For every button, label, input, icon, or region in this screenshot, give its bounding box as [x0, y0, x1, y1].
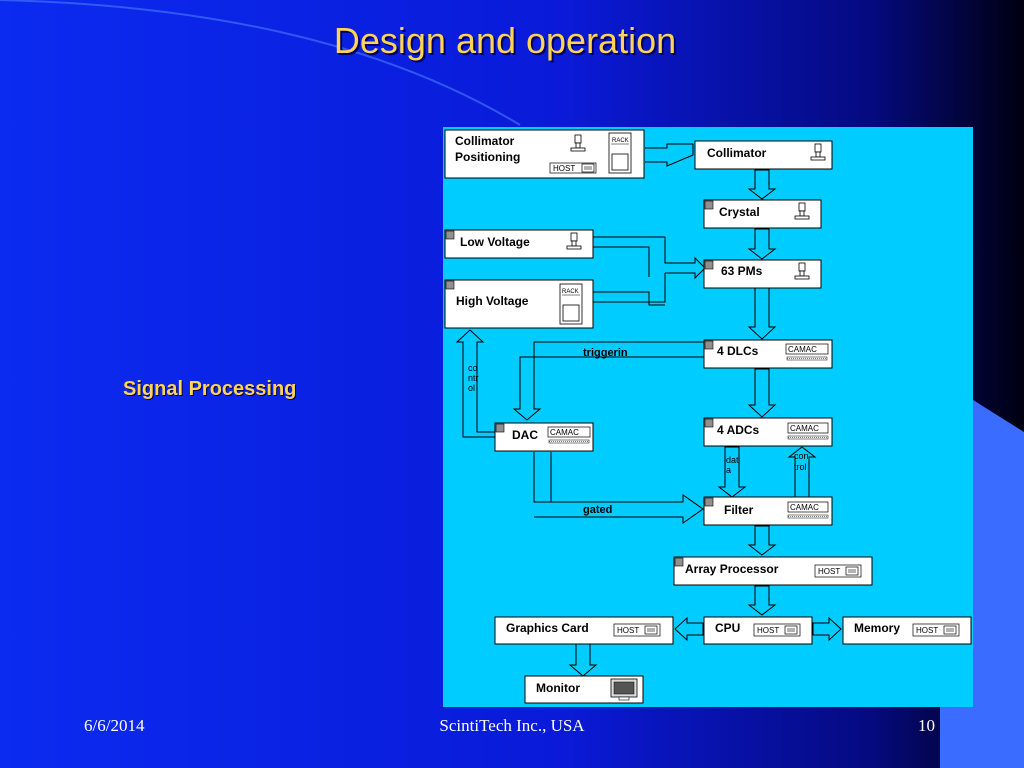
node-low-voltage: Low Voltage: [444, 229, 594, 259]
triggerin-label: triggerin: [583, 347, 628, 359]
svg-text:Graphics Card: Graphics Card: [506, 621, 589, 635]
data-label-1: dat: [726, 455, 739, 465]
svg-text:DAC: DAC: [512, 428, 538, 442]
connectors: [455, 143, 842, 677]
slide-title: Design and operation: [333, 20, 677, 61]
svg-text:Collimator: Collimator: [455, 134, 515, 148]
svg-text:Low Voltage: Low Voltage: [460, 235, 530, 249]
node-graphics-card: Graphics Card HOST: [494, 616, 674, 645]
svg-text:RACK: RACK: [612, 138, 629, 144]
control-right-label-1: con: [794, 451, 809, 461]
host-icon: [581, 163, 595, 173]
node-collimator: Collimator: [694, 140, 833, 170]
svg-text:63 PMs: 63 PMs: [721, 264, 763, 278]
svg-text:HOST: HOST: [553, 164, 575, 173]
host-icon: [845, 566, 859, 576]
data-label-2: a: [726, 465, 731, 475]
node-filter: Filter CAMAC: [703, 496, 833, 526]
svg-text:Collimator: Collimator: [707, 146, 767, 160]
control-left-label-1: co: [468, 363, 478, 373]
node-dac: DAC CAMAC: [494, 422, 594, 452]
control-left-label-2: ntr: [468, 373, 479, 383]
svg-text:Monitor: Monitor: [536, 681, 580, 695]
monitor-icon: [610, 678, 638, 701]
svg-text:CAMAC: CAMAC: [790, 503, 819, 512]
gated-label: gated: [583, 504, 612, 516]
control-left-label-3: ol: [468, 383, 475, 393]
control-right-label-2: trol: [794, 462, 807, 472]
svg-text:HOST: HOST: [617, 626, 639, 635]
svg-text:Filter: Filter: [724, 503, 754, 517]
node-4-adcs: 4 ADCs CAMAC: [703, 417, 833, 447]
host-icon: [784, 625, 798, 635]
node-cpu: CPU HOST: [703, 616, 813, 645]
node-collimator-positioning: Collimator Positioning RACK HOST: [444, 129, 645, 179]
svg-text:High Voltage: High Voltage: [456, 294, 529, 308]
node-crystal: Crystal: [703, 199, 822, 229]
node-high-voltage: High Voltage RACK: [444, 279, 594, 329]
host-icon: [644, 625, 658, 635]
svg-text:HOST: HOST: [757, 626, 779, 635]
svg-text:4 ADCs: 4 ADCs: [717, 423, 760, 437]
node-4-dlcs: 4 DLCs CAMAC: [703, 339, 833, 369]
host-icon: [943, 625, 957, 635]
svg-text:CAMAC: CAMAC: [790, 424, 819, 433]
svg-text:CPU: CPU: [715, 621, 740, 635]
svg-text:Crystal: Crystal: [719, 205, 760, 219]
signal-processing-diagram: triggerin co ntr ol dat a con trol gated…: [443, 127, 973, 707]
svg-text:4 DLCs: 4 DLCs: [717, 344, 759, 358]
svg-text:CAMAC: CAMAC: [788, 345, 817, 354]
node-array-processor: Array Processor HOST: [673, 556, 873, 586]
svg-text:RACK: RACK: [562, 289, 579, 295]
node-monitor: Monitor: [524, 675, 644, 704]
footer-company: ScintiTech Inc., USA: [439, 716, 585, 735]
node-memory: Memory HOST: [842, 616, 972, 645]
svg-text:HOST: HOST: [916, 626, 938, 635]
svg-text:HOST: HOST: [818, 567, 840, 576]
signal-processing-label: Signal Processing: [123, 378, 297, 400]
svg-text:CAMAC: CAMAC: [550, 428, 579, 437]
svg-text:Array Processor: Array Processor: [685, 562, 779, 576]
svg-text:Memory: Memory: [854, 621, 900, 635]
footer-page-number: 10: [918, 716, 935, 735]
rack-icon: RACK: [559, 283, 583, 325]
rack-icon: RACK: [608, 132, 632, 174]
svg-text:Positioning: Positioning: [455, 150, 520, 164]
node-63-pms: 63 PMs: [703, 259, 822, 289]
footer-date: 6/6/2014: [84, 716, 145, 735]
